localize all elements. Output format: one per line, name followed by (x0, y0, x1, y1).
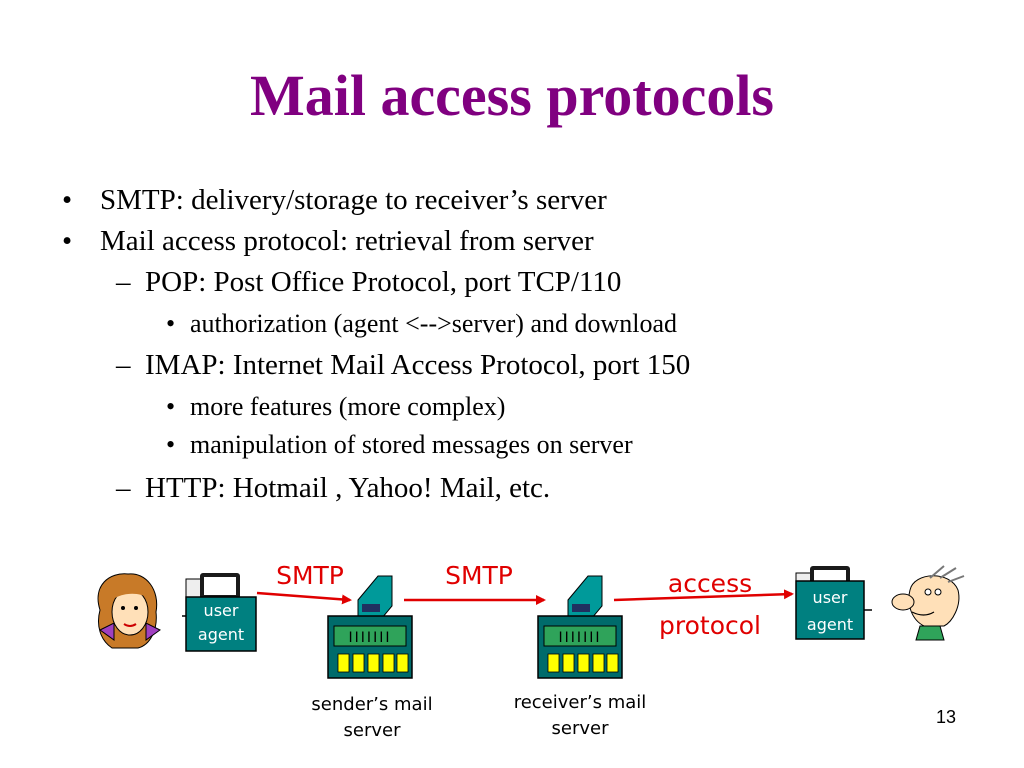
dash-marker: – (116, 349, 131, 381)
bullet-marker: • (62, 184, 73, 216)
bullet-pop: POP: Post Office Protocol, port TCP/110 (145, 266, 622, 298)
slide-title: Mail access protocols (249, 63, 775, 128)
left-agent-label-1: user (204, 601, 239, 620)
bullet-http: HTTP: Hotmail , Yahoo! Mail, etc. (145, 472, 551, 504)
left-agent-label-2: agent (198, 625, 244, 644)
receiver-server-caption-2: server (552, 718, 610, 739)
sender-server-slots: IIIIIII (349, 630, 392, 646)
bullet-marker: • (166, 430, 176, 459)
left-user-agent-pc: user agent (182, 573, 257, 652)
smtp-label-1: SMTP (276, 561, 344, 590)
slide-number: 13 (936, 707, 957, 727)
bullet-marker: • (166, 309, 176, 338)
sender-server-caption-1: sender’s mail (311, 694, 432, 715)
bullet-mail-access: Mail access protocol: retrieval from ser… (100, 225, 594, 257)
bullet-imap-manipulation: manipulation of stored messages on serve… (190, 430, 633, 459)
smtp-label-2: SMTP (445, 561, 513, 590)
right-agent-label-1: user (813, 588, 848, 607)
bullet-pop-auth: authorization (agent <-->server) and dow… (190, 309, 678, 338)
sender-server-caption-2: server (344, 720, 402, 741)
bullet-imap-features: more features (more complex) (190, 392, 506, 421)
access-protocol-arrow: access protocol (613, 569, 794, 640)
bullet-marker: • (62, 225, 73, 257)
smtp-arrow-1: SMTP (256, 561, 352, 605)
man-user-icon (891, 565, 965, 641)
receiver-server-slots: IIIIIII (559, 630, 602, 646)
right-agent-label-2: agent (807, 615, 853, 634)
bullet-marker: • (166, 392, 176, 421)
receiver-server-caption-1: receiver’s mail (514, 692, 647, 713)
sender-mail-server-icon: IIIIIII (327, 575, 413, 679)
woman-user-icon (97, 573, 161, 649)
bullet-imap: IMAP: Internet Mail Access Protocol, por… (145, 349, 691, 381)
dash-marker: – (116, 266, 131, 298)
bullet-smtp: SMTP: delivery/storage to receiver’s ser… (100, 184, 607, 216)
dash-marker: – (116, 472, 131, 504)
access-label: access (668, 569, 752, 598)
protocol-label: protocol (659, 611, 761, 640)
receiver-mail-server-icon: IIIIIII (537, 575, 623, 679)
right-user-agent-pc: user agent (795, 566, 872, 640)
smtp-arrow-2: SMTP (404, 561, 546, 605)
